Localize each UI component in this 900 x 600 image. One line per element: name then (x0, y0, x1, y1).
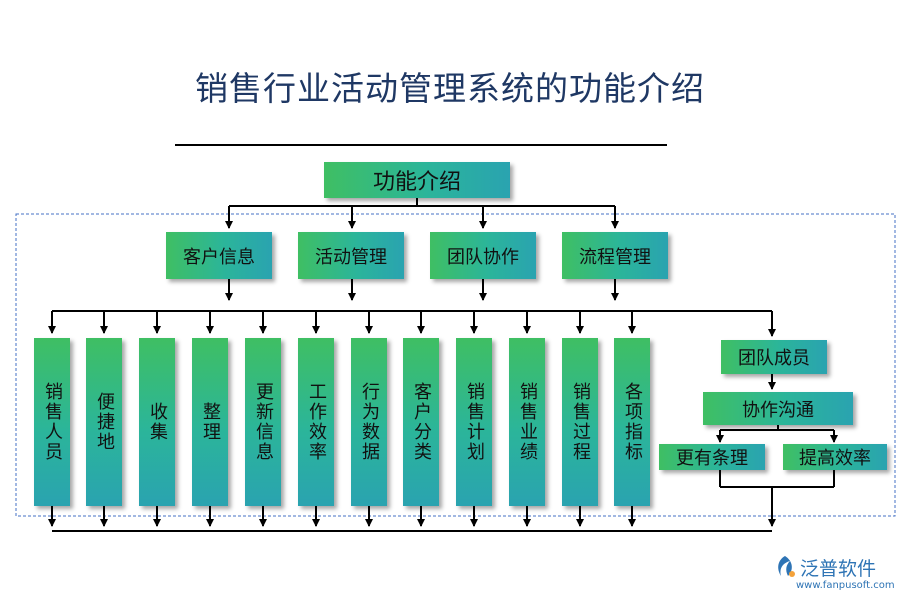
communication-node: 协作沟通 (703, 392, 853, 425)
category-process-management: 流程管理 (562, 232, 668, 279)
function-box: 整理 (192, 338, 228, 506)
outcome-organized-node: 更有条理 (659, 444, 765, 470)
page-title: 销售行业活动管理系统的功能介绍 (195, 69, 705, 108)
logo-mark-icon (778, 556, 795, 577)
function-box: 收集 (139, 338, 175, 506)
function-box: 便捷地 (86, 338, 122, 506)
root-node: 功能介绍 (324, 162, 510, 198)
function-box: 销售人员 (34, 338, 70, 506)
function-box: 销售过程 (562, 338, 598, 506)
logo-name: 泛普软件 (800, 558, 877, 580)
outcome-efficiency-node: 提高效率 (783, 444, 887, 470)
brand-logo: 泛普软件 www.fanpusoft.com (772, 554, 900, 594)
function-box: 销售业绩 (509, 338, 545, 506)
function-box: 各项指标 (614, 338, 650, 506)
function-box: 销售计划 (456, 338, 492, 506)
category-team-collaboration: 团队协作 (430, 232, 536, 279)
function-box: 客户分类 (403, 338, 439, 506)
category-activity-management: 活动管理 (298, 232, 404, 279)
logo-url: www.fanpusoft.com (796, 580, 895, 591)
category-customer-info: 客户信息 (166, 232, 272, 279)
function-box: 工作效率 (298, 338, 334, 506)
team-members-node: 团队成员 (721, 340, 827, 374)
dashed-frame (15, 213, 896, 517)
function-box: 更新信息 (245, 338, 281, 506)
function-box: 行为数据 (351, 338, 387, 506)
